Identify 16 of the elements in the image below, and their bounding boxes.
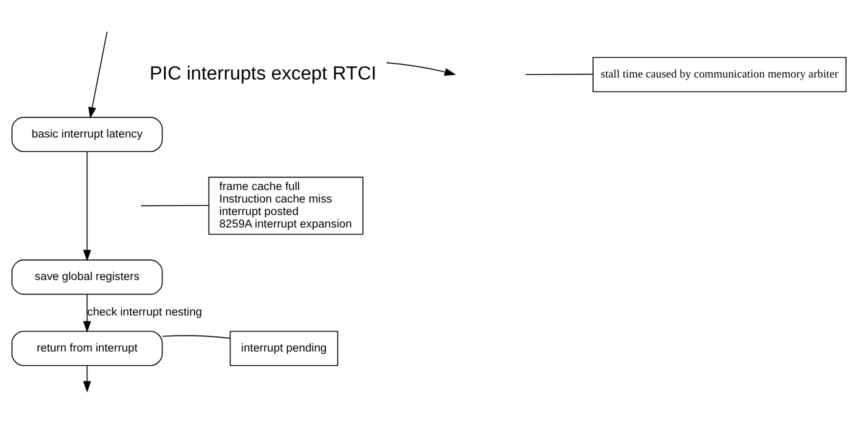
node-box: interrupt pending <box>230 330 338 366</box>
node-box: return from interrupt <box>12 330 163 366</box>
connector <box>140 204 210 206</box>
arrow <box>83 365 92 393</box>
connector <box>524 74 594 76</box>
connector <box>162 335 230 339</box>
node-box: basic interrupt latency <box>12 116 163 152</box>
node-box: stall time caused by communication memory arbiter <box>592 56 846 92</box>
arrow <box>88 31 108 119</box>
node-box: frame cache full Instruction cache miss interrupt posted 8259A interrupt expansion <box>208 176 364 235</box>
arrow <box>83 151 92 262</box>
arrow <box>386 62 456 76</box>
node-box: save global registers <box>12 260 163 295</box>
node-text: PIC interrupts except RTCI <box>150 63 376 84</box>
arrow <box>83 294 92 333</box>
edge-label: check interrupt nesting <box>87 306 202 319</box>
